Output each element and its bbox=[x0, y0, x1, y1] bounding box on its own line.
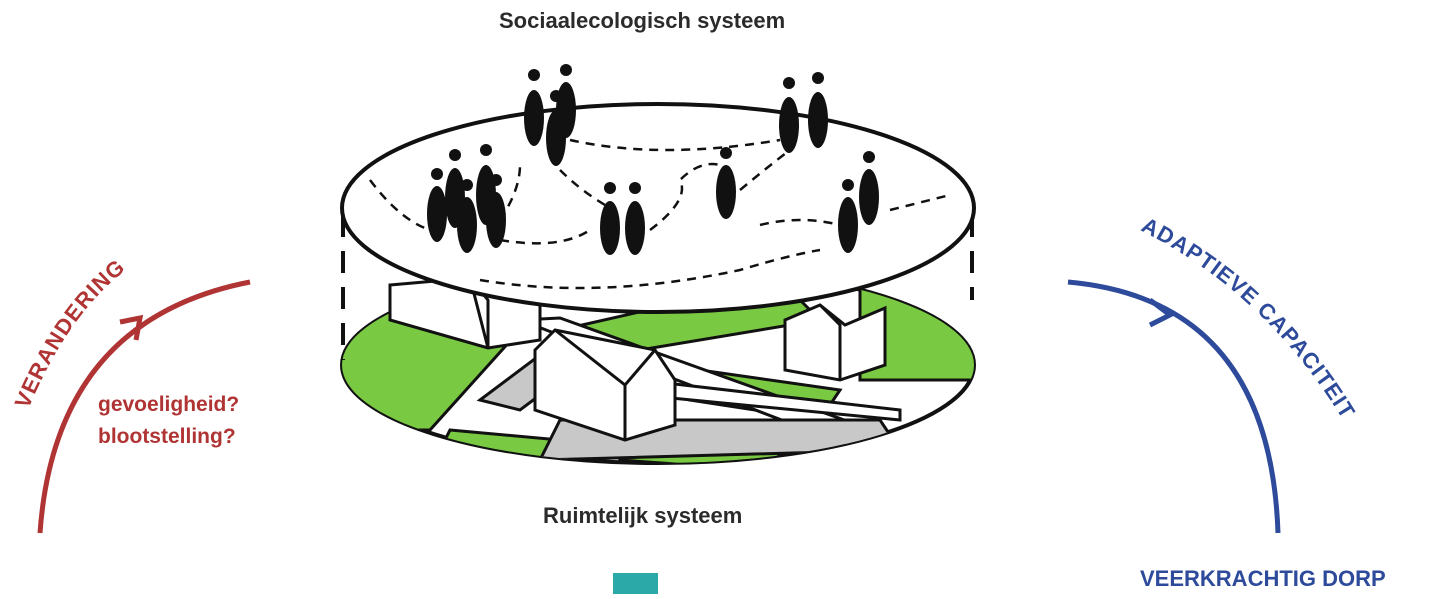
person-icon bbox=[808, 72, 828, 148]
people-figures bbox=[427, 64, 879, 255]
spatial-system-disc bbox=[340, 265, 976, 465]
house bbox=[783, 303, 887, 382]
person-icon bbox=[838, 179, 858, 253]
person-icon bbox=[716, 147, 736, 219]
socio-ecological-disc bbox=[340, 64, 976, 314]
network-links bbox=[369, 138, 951, 290]
person-icon bbox=[486, 174, 506, 248]
question-exposure: blootstelling? bbox=[98, 425, 236, 448]
question-sensitivity: gevoeligheid? bbox=[98, 393, 240, 416]
person-icon bbox=[779, 77, 799, 153]
person-icon bbox=[625, 182, 645, 255]
house bbox=[533, 328, 677, 442]
person-icon bbox=[859, 151, 879, 225]
person-icon bbox=[546, 90, 566, 166]
person-icon bbox=[600, 182, 620, 255]
teal-marker bbox=[613, 573, 658, 594]
person-icon bbox=[457, 179, 477, 253]
socio-ecological-title: Sociaalecologisch systeem bbox=[499, 8, 786, 33]
capacity-arc: ADAPTIEVE CAPACITEIT bbox=[1067, 212, 1359, 534]
spatial-system-title: Ruimtelijk systeem bbox=[543, 503, 743, 528]
resilient-village-label: VEERKRACHTIG DORP bbox=[1140, 566, 1386, 591]
person-icon bbox=[427, 168, 447, 242]
change-arc-label: VERANDERING bbox=[10, 254, 130, 412]
person-icon bbox=[524, 69, 544, 146]
